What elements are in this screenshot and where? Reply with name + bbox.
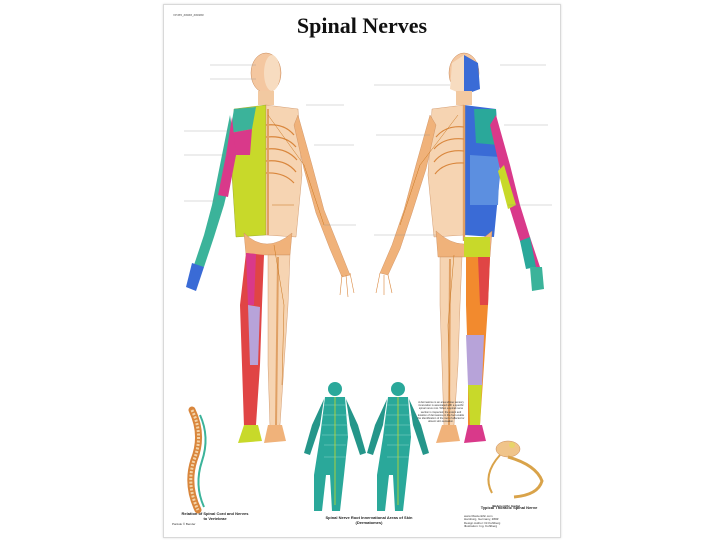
dermatome-front [304, 382, 366, 511]
label-leaders [184, 64, 552, 236]
publisher-logo: 3B Scientific GmbH [492, 504, 520, 508]
anatomy-poster: VP455_#####_###### Spinal Nerves Relatio… [163, 4, 561, 538]
dermatome-paragraph: A dermatome is an area whose sensory inn… [417, 401, 465, 424]
poster-title: Spinal Nerves [296, 13, 428, 38]
caption-vertebrae: Relation of Spinal Cord and Nerves to Ve… [181, 511, 249, 521]
author-credit: Pankok © Bender [172, 522, 196, 526]
spine-illustration [187, 406, 207, 514]
caption-dermatomes: Spinal Nerve Root Innervational Areas of… [325, 515, 413, 525]
caption-thoracic: Typical Thoracic Spinal Nerve [480, 505, 538, 510]
product-code: VP455_#####_###### [173, 13, 204, 17]
posterior-figure [375, 52, 544, 443]
dermatome-back [367, 382, 429, 511]
credits: www.3bscientific.com Hamburg, Germany, #… [464, 514, 501, 529]
anterior-figure [186, 52, 355, 443]
thoracic-nerve-diagram [487, 440, 544, 499]
poster-illustration [184, 52, 552, 514]
